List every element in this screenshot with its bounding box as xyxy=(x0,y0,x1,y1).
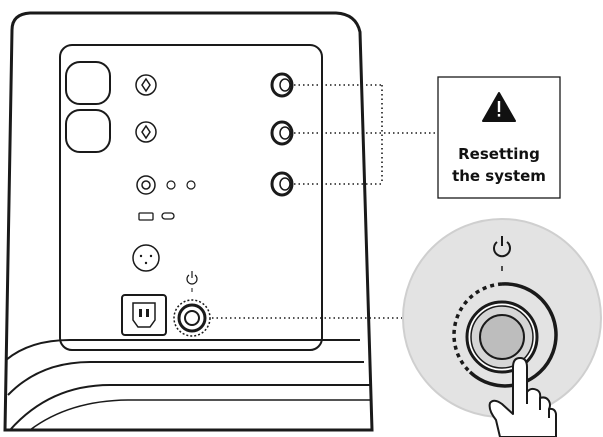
pointing-hand-icon xyxy=(488,357,557,437)
usb-port xyxy=(138,212,154,221)
callout-line-1: Resetting xyxy=(458,145,540,163)
warning-triangle-icon xyxy=(482,92,516,122)
channel-jack-2 xyxy=(270,120,294,146)
status-led-1 xyxy=(166,180,176,190)
power-inlet xyxy=(121,294,167,336)
gain-knob-2 xyxy=(135,121,157,143)
speaker-base-inner xyxy=(29,399,372,431)
power-button-zoomed-cap xyxy=(479,314,525,360)
aux-input xyxy=(136,175,156,195)
power-icon-small xyxy=(186,271,198,292)
power-button xyxy=(173,299,211,337)
status-led-2 xyxy=(186,180,196,190)
gain-knob-1 xyxy=(135,74,157,96)
usb-c-port xyxy=(161,212,175,220)
line-output xyxy=(132,244,160,272)
back-panel xyxy=(59,44,323,351)
callout-line-2: the system xyxy=(452,167,546,185)
hold-dashed-arc xyxy=(452,282,503,374)
hold-solid-arc xyxy=(468,282,558,388)
power-icon xyxy=(493,236,511,271)
channel-jack-3 xyxy=(270,171,294,197)
channel-jack-1 xyxy=(270,72,294,98)
callout-leader-lines xyxy=(294,84,438,185)
combo-input-1 xyxy=(65,61,111,105)
speaker-base xyxy=(5,339,370,431)
combo-input-2 xyxy=(65,109,111,153)
